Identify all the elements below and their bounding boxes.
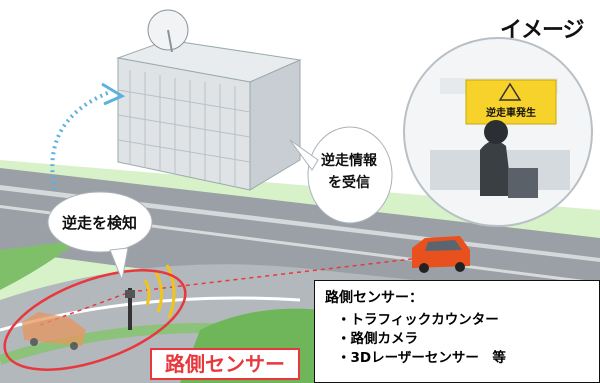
vehicle-path	[39, 257, 421, 326]
image-label: イメージ	[500, 18, 585, 43]
sensor-highlight-ellipse	[3, 269, 187, 371]
wrong-way-car-icon	[22, 312, 86, 350]
legend-item: ・路側カメラ	[337, 331, 418, 347]
alert-text: 逆走車発生	[486, 108, 536, 119]
control-room-inset	[403, 37, 593, 227]
legend-title: 路側センサー：	[325, 290, 423, 306]
receive-text: 逆走情報 を受信	[321, 153, 377, 191]
legend-item: ・トラフィックカウンター	[337, 312, 499, 328]
detect-bubble	[47, 191, 153, 282]
sensor-legend: 路側センサー： ・トラフィックカウンター ・路側カメラ ・3Dレーザーセンサー …	[314, 280, 600, 383]
warning-triangle-icon	[498, 82, 522, 101]
receive-bubble	[289, 126, 393, 224]
building-with-satellite-dish-icon	[116, 9, 302, 191]
red-car-icon	[412, 236, 470, 273]
roadside-sensor-icon	[125, 264, 176, 330]
signal-arc	[50, 90, 111, 191]
sensor-tag: 路側センサー	[150, 348, 300, 380]
legend-item: ・3Dレーザーセンサー 等	[337, 350, 506, 366]
detect-text: 逆走を検知	[62, 214, 138, 232]
